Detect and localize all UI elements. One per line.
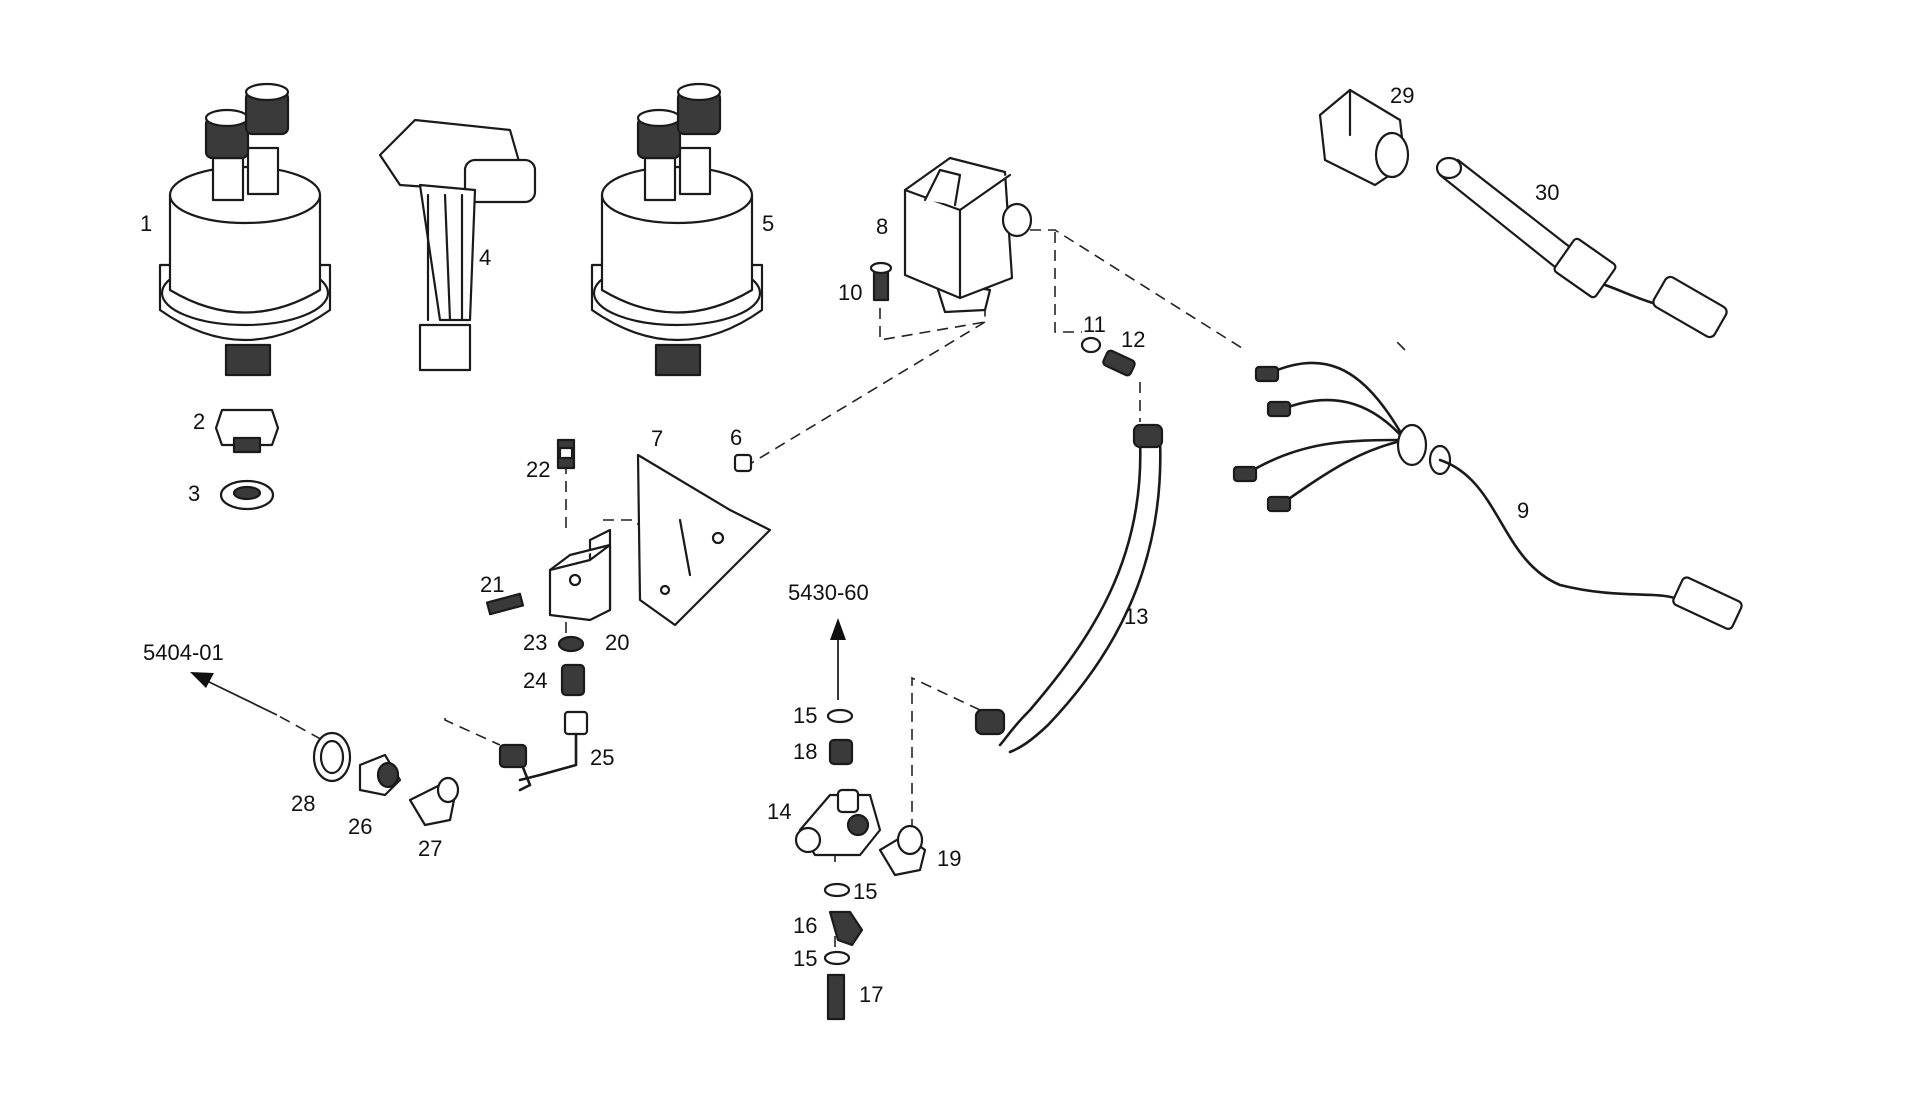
callout-22: 22 (526, 457, 550, 482)
part-25-pipe (498, 710, 589, 792)
callout-15-mid: 15 (853, 879, 877, 904)
part-10-screw (869, 261, 893, 302)
part-15-oring-low (823, 950, 851, 966)
callout-5: 5 (762, 211, 774, 236)
reference-label-center: 5430-60 (788, 580, 869, 605)
callout-30: 30 (1535, 180, 1559, 205)
callout-15-top: 15 (793, 703, 817, 728)
part-23-washer (557, 635, 585, 653)
part-18-fitting (828, 738, 854, 766)
part-3-washer (219, 479, 275, 511)
reference-label-left: 5404-01 (143, 640, 224, 665)
part-19-elbow (878, 824, 927, 877)
callout-9: 9 (1517, 498, 1529, 523)
callout-3: 3 (188, 481, 200, 506)
callout-14: 14 (767, 799, 791, 824)
part-4-level-sensor (378, 118, 537, 372)
callout-15-low: 15 (793, 946, 817, 971)
part-20-block (548, 528, 612, 622)
part-29-hex-nut (1318, 88, 1410, 187)
callout-24: 24 (523, 668, 547, 693)
part-8-solenoid (903, 156, 1033, 314)
part-28-ring (312, 731, 352, 783)
callout-21: 21 (480, 572, 504, 597)
callout-18: 18 (793, 739, 817, 764)
callout-1: 1 (140, 211, 152, 236)
part-13-hose (974, 423, 1164, 754)
part-11-ring (1080, 336, 1102, 354)
part-2-adapter-nut (214, 408, 280, 454)
part-24-fitting (560, 663, 586, 697)
callout-6: 6 (730, 425, 742, 450)
callout-27: 27 (418, 836, 442, 861)
callout-28: 28 (291, 791, 315, 816)
part-6-plug (733, 453, 753, 473)
callout-20: 20 (605, 630, 629, 655)
callout-23: 23 (523, 630, 547, 655)
part-9-wiring-harness (1232, 361, 1743, 630)
part-5-pressure-sender (590, 82, 764, 377)
callout-11: 11 (1083, 312, 1106, 337)
reference-arrow-left (190, 672, 278, 716)
callout-25: 25 (590, 745, 614, 770)
part-14-valve-body (794, 788, 882, 857)
part-26-union (358, 753, 402, 797)
part-27-elbow (408, 776, 460, 827)
part-7-bracket (636, 453, 772, 627)
callout-12: 12 (1121, 327, 1145, 352)
part-30-temp-sensor (1435, 156, 1728, 339)
part-16-fitting (828, 910, 864, 947)
part-21-bolt (485, 592, 525, 616)
callout-2: 2 (193, 409, 205, 434)
reference-arrow-center (830, 618, 846, 700)
callout-8: 8 (876, 214, 888, 239)
callout-labels: 1 2 3 4 5 6 7 8 9 10 11 12 13 14 15 15 1… (140, 83, 1559, 1007)
callout-10: 10 (838, 280, 862, 305)
callout-16: 16 (793, 913, 817, 938)
part-12-fitting (1102, 349, 1136, 377)
part-1-pressure-sender (158, 82, 332, 377)
part-15-oring-top (826, 708, 854, 724)
callout-19: 19 (937, 846, 961, 871)
callout-17: 17 (859, 982, 883, 1007)
part-17-bolt (826, 973, 846, 1021)
leader-lines (276, 229, 1406, 958)
callout-7: 7 (651, 426, 663, 451)
part-22-sensor (556, 438, 576, 470)
callout-13: 13 (1124, 604, 1148, 629)
part-15-oring-mid (823, 882, 851, 898)
callout-29: 29 (1390, 83, 1414, 108)
callout-26: 26 (348, 814, 372, 839)
callout-4: 4 (479, 245, 491, 270)
